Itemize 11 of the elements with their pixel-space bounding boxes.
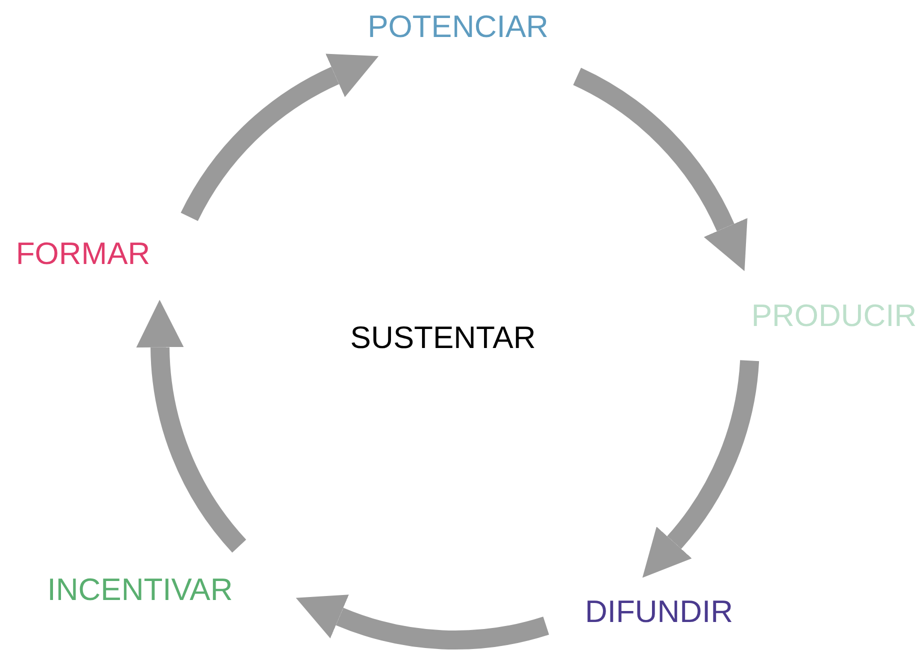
stage-label: INCENTIVAR <box>40 572 240 608</box>
stage-label: PRODUCIR <box>746 298 922 334</box>
stage-label: DIFUNDIR <box>578 594 740 630</box>
curved-arrow <box>294 594 548 650</box>
curved-arrow <box>181 54 378 222</box>
stage-label: FORMAR <box>10 236 156 272</box>
stage-label: SUSTENTAR <box>346 320 540 356</box>
curved-arrow <box>644 360 760 580</box>
curved-arrow <box>136 300 247 552</box>
stage-label: POTENCIAR <box>362 9 554 45</box>
curved-arrow <box>572 68 748 270</box>
